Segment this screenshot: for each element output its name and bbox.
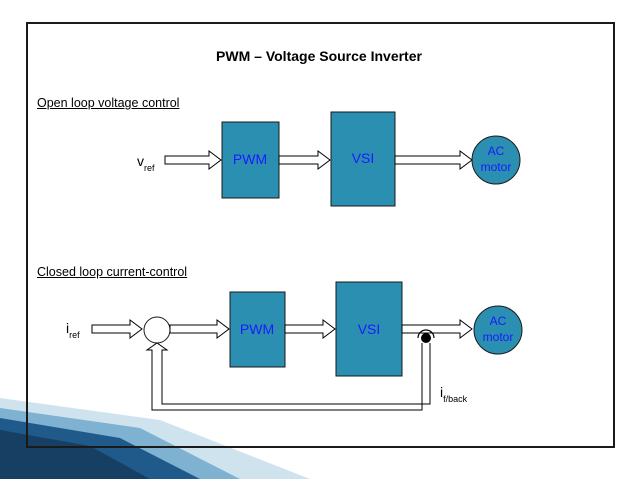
open-pwm-label: PWM [233, 151, 267, 167]
closed-pwm-label: PWM [240, 321, 274, 337]
feedback-symbol: if/back [440, 384, 468, 404]
closed-motor-label-line1: AC [490, 314, 507, 328]
closed-arrow-vsi-motor [401, 319, 473, 339]
open-ac-motor [471, 135, 521, 185]
closed-arrow-junction-pwm [169, 319, 230, 339]
diagram-frame [26, 22, 615, 448]
summing-junction [143, 316, 171, 344]
closed-ac-motor [473, 305, 523, 355]
closed-arrow-pwm-vsi [284, 319, 336, 339]
closed-motor-label-line2: motor [483, 330, 514, 344]
current-sensor-dot [421, 333, 431, 343]
open-arrow-vsi-motor [394, 150, 473, 170]
closed-vsi-block [335, 281, 403, 377]
closed-loop-label: Closed loop current-control [37, 265, 188, 279]
closed-input-symbol: iref [66, 320, 80, 340]
open-motor-label-line1: AC [488, 144, 505, 158]
diagram-title: PWM – Voltage Source Inverter [216, 48, 422, 64]
open-vsi-label: VSI [352, 150, 375, 166]
open-motor-label-line2: motor [481, 160, 512, 174]
current-sensor-ring [417, 329, 435, 339]
closed-vsi-label: VSI [358, 321, 381, 337]
open-vsi-block [330, 111, 396, 207]
open-input-symbol: vref [137, 153, 155, 173]
open-loop-label: Open loop voltage control [37, 96, 180, 110]
open-arrow-pwm-vsi [278, 150, 331, 170]
open-pwm-block [221, 121, 280, 199]
open-arrow-input [164, 150, 222, 170]
closed-arrow-input [91, 319, 143, 339]
closed-pwm-block [229, 291, 286, 368]
feedback-path [145, 342, 431, 411]
